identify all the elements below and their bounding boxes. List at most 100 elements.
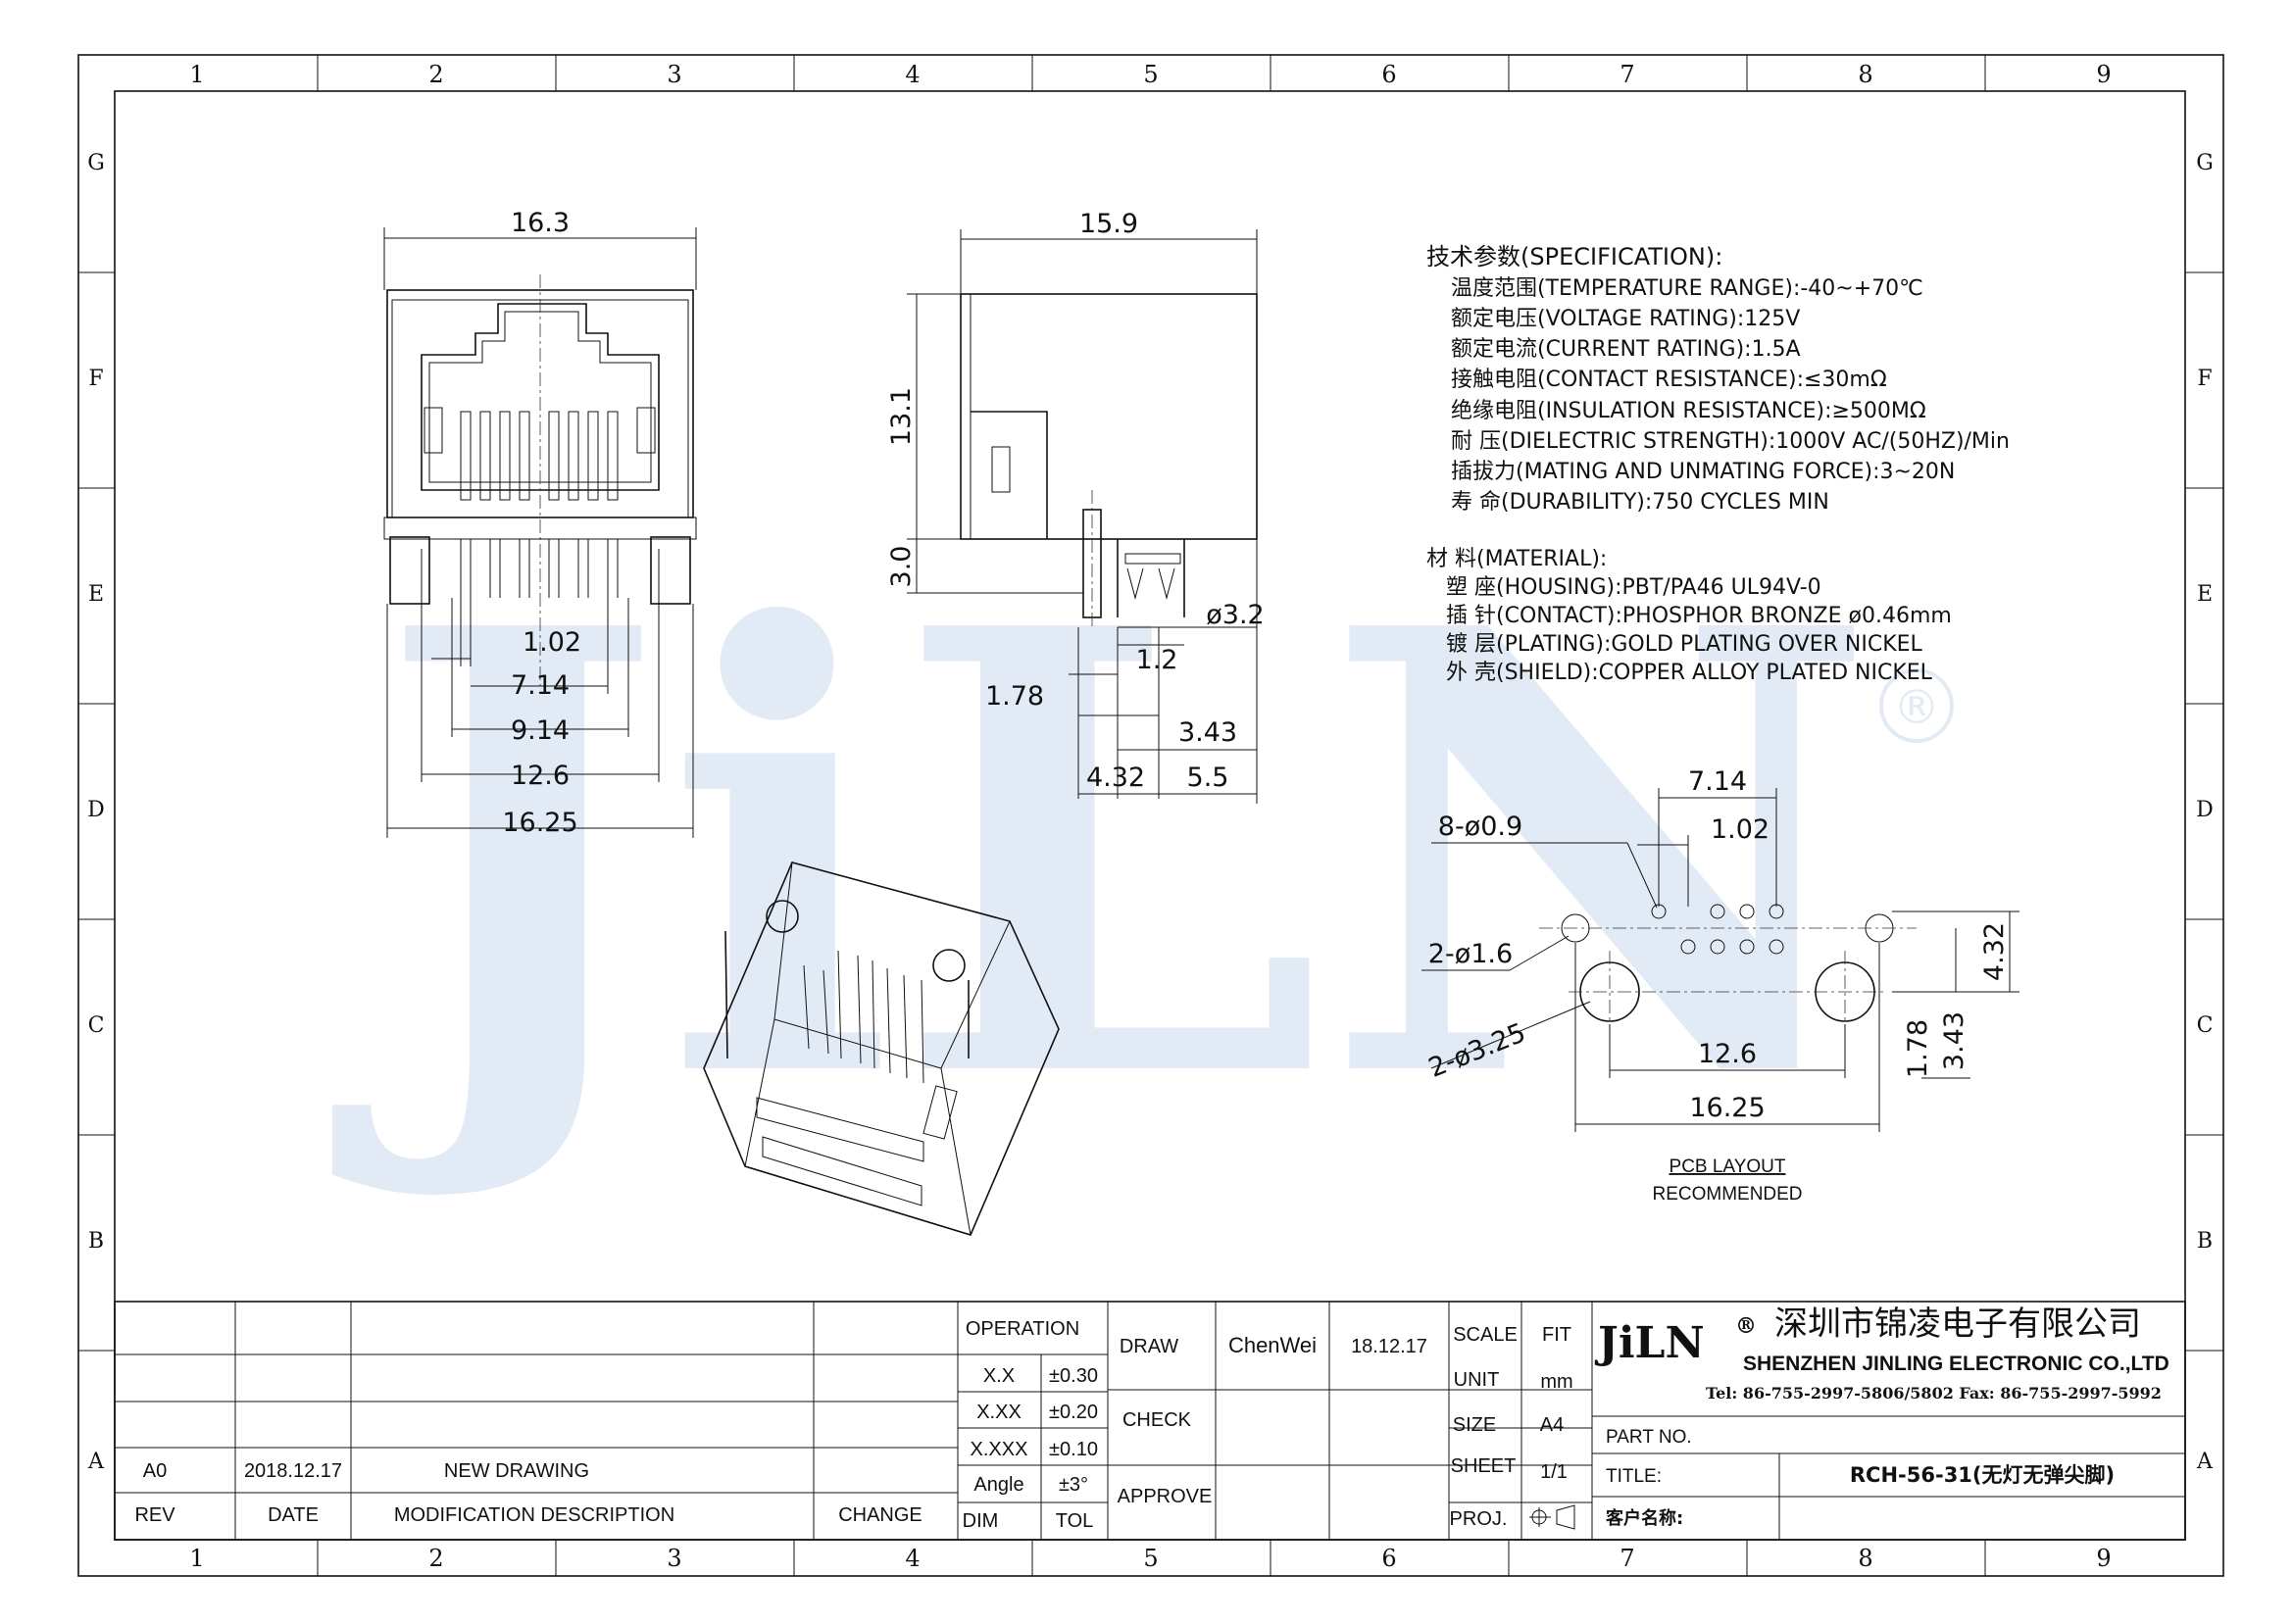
- spec-title: 技术参数(SPECIFICATION):: [1426, 243, 1722, 271]
- check-label: CHECK: [1122, 1409, 1192, 1431]
- size-value: A4: [1540, 1414, 1564, 1436]
- company-logo: JiLN ®: [1594, 1313, 1757, 1368]
- row-label: E: [88, 582, 104, 607]
- tol-dim: Angle: [973, 1474, 1023, 1496]
- dim-side-55: 5.5: [1187, 763, 1229, 793]
- col-label: 9: [2096, 1545, 2111, 1572]
- projection-symbol-icon: [1529, 1504, 1575, 1530]
- row-label: A: [87, 1450, 105, 1474]
- spec-item: 插拔力(MATING AND UNMATING FORCE):3~20N: [1451, 460, 1955, 484]
- approve-label: APPROVE: [1118, 1486, 1213, 1507]
- change-header: CHANGE: [838, 1504, 922, 1526]
- scale-label: SCALE: [1453, 1324, 1518, 1346]
- col-label: 2: [428, 61, 443, 88]
- tol-dim: X.XXX: [971, 1439, 1028, 1460]
- dim-side-12: 1.2: [1136, 645, 1178, 675]
- pcb-dim-178: 1.78: [1903, 1019, 1933, 1078]
- tol-value: ±0.30: [1049, 1365, 1098, 1387]
- col-label: 7: [1620, 1545, 1634, 1572]
- col-label: 8: [1858, 1545, 1872, 1572]
- sheet-value: 1/1: [1540, 1461, 1568, 1483]
- iso-view: [703, 861, 1060, 1236]
- dim-side-height: 13.1: [886, 387, 917, 446]
- pcb-holes-2a: 2-ø1.6: [1428, 939, 1513, 969]
- scale-value: FIT: [1542, 1324, 1571, 1346]
- col-label: 3: [667, 1545, 681, 1572]
- pcb-dim-714: 7.14: [1688, 766, 1747, 797]
- size-label: SIZE: [1453, 1414, 1496, 1436]
- watermark-reg: ®: [1893, 680, 1940, 735]
- material-item: 镀 层(PLATING):GOLD PLATING OVER NICKEL: [1446, 632, 1923, 657]
- col-label: 6: [1381, 61, 1396, 88]
- row-label: D: [2196, 798, 2214, 822]
- col-label: 5: [1143, 61, 1158, 88]
- dim-front-714: 7.14: [511, 670, 570, 701]
- pcb-dim-126: 12.6: [1698, 1039, 1757, 1069]
- dim-front-width-top: 16.3: [511, 208, 570, 238]
- pcb-holes-8: 8-ø0.9: [1438, 812, 1522, 842]
- col-label: 3: [667, 61, 681, 88]
- dim-front-1625: 16.25: [502, 808, 577, 838]
- pcb-dim-432: 4.32: [1979, 922, 2010, 981]
- pcb-caption-2: RECOMMENDED: [1652, 1184, 1802, 1205]
- row-label: F: [2197, 367, 2212, 391]
- operation-header: OPERATION: [966, 1318, 1079, 1340]
- col-label: 1: [189, 1545, 204, 1572]
- material-title: 材 料(MATERIAL):: [1426, 547, 1607, 571]
- tol-dim: X.X: [983, 1365, 1015, 1387]
- title-block: A0 2018.12.17 NEW DRAWING REV DATE MODIF…: [114, 1301, 2186, 1541]
- material-item: 塑 座(HOUSING):PBT/PA46 UL94V-0: [1446, 575, 1821, 600]
- col-label: 6: [1381, 1545, 1396, 1572]
- sheet-label: SHEET: [1451, 1455, 1517, 1477]
- dim-side-depth: 15.9: [1079, 209, 1138, 239]
- spec-item: 温度范围(TEMPERATURE RANGE):-40~+70℃: [1451, 276, 1923, 301]
- spec-item: 绝缘电阻(INSULATION RESISTANCE):≥500MΩ: [1451, 399, 1926, 423]
- spec-item: 额定电压(VOLTAGE RATING):125V: [1451, 307, 1800, 331]
- dim-side-pin: 3.0: [886, 546, 917, 588]
- material-item: 外 壳(SHIELD):COPPER ALLOY PLATED NICKEL: [1446, 661, 1933, 685]
- logo-text: JiLN: [1594, 1318, 1705, 1368]
- watermark: JiLN ®: [329, 499, 1954, 1212]
- drawer-name: ChenWei: [1228, 1333, 1317, 1357]
- tol-header: TOL: [1056, 1510, 1094, 1532]
- col-label: 4: [905, 61, 920, 88]
- drawing-title: RCH-56-31(无灯无弹尖脚): [1850, 1463, 2115, 1487]
- material-item: 插 针(CONTACT):PHOSPHOR BRONZE ø0.46mm: [1446, 604, 1952, 628]
- row-label: F: [88, 367, 103, 391]
- col-label: 1: [189, 61, 204, 88]
- col-label: 7: [1620, 61, 1634, 88]
- dim-side-343: 3.43: [1178, 717, 1237, 748]
- row-label: G: [87, 151, 105, 175]
- rev-date: 2018.12.17: [244, 1460, 342, 1482]
- front-view: 16.3 1.02 7.14 9.14 12.6 16.25: [383, 208, 697, 838]
- pcb-dim-343: 3.43: [1939, 1011, 1969, 1070]
- desc-header: MODIFICATION DESCRIPTION: [394, 1504, 674, 1526]
- pcb-dim-102: 1.02: [1711, 814, 1770, 845]
- proj-label: PROJ.: [1450, 1508, 1508, 1530]
- tol-dim: X.XX: [976, 1402, 1022, 1423]
- spec-block: 技术参数(SPECIFICATION): 温度范围(TEMPERATURE RA…: [1426, 243, 2010, 685]
- customer-label: 客户名称:: [1606, 1507, 1683, 1529]
- row-label: A: [2196, 1450, 2214, 1474]
- dim-header: DIM: [963, 1510, 999, 1532]
- row-label: G: [2196, 151, 2214, 175]
- col-label: 8: [1858, 61, 1872, 88]
- spec-item: 接触电阻(CONTACT RESISTANCE):≤30mΩ: [1451, 368, 1887, 392]
- col-label: 5: [1143, 1545, 1158, 1572]
- title-label: TITLE:: [1606, 1466, 1662, 1487]
- dim-front-pitch: 1.02: [523, 627, 581, 658]
- draw-date: 18.12.17: [1351, 1336, 1427, 1357]
- spec-item: 耐 压(DIELECTRIC STRENGTH):1000V AC/(50HZ)…: [1451, 429, 2010, 454]
- tol-value: ±3°: [1059, 1474, 1088, 1496]
- dim-side-432: 4.32: [1086, 763, 1145, 793]
- logo-reg: ®: [1735, 1313, 1757, 1339]
- unit-value: mm: [1540, 1371, 1572, 1393]
- col-label: 2: [428, 1545, 443, 1572]
- unit-label: UNIT: [1454, 1369, 1500, 1391]
- watermark-text: JiLN: [329, 499, 1878, 1212]
- part-no-label: PART NO.: [1606, 1427, 1692, 1448]
- rev-value: A0: [143, 1460, 167, 1482]
- pcb-caption: PCB LAYOUT: [1670, 1156, 1786, 1177]
- row-label: B: [2197, 1229, 2213, 1254]
